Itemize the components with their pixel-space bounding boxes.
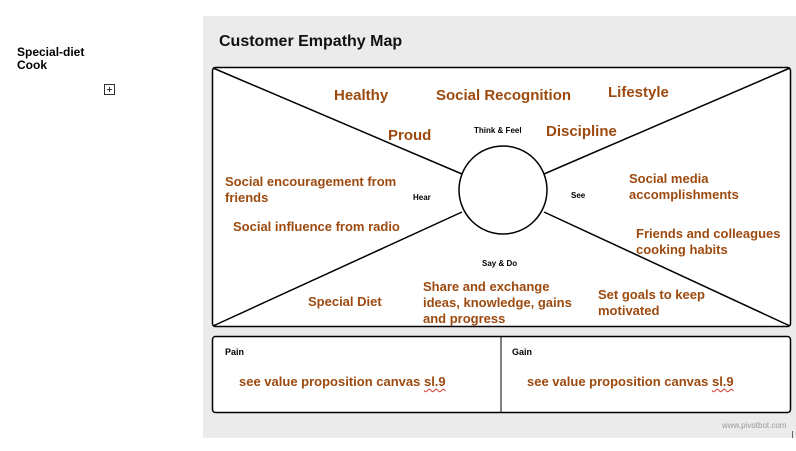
pain-label: Pain [225,347,245,357]
diagonal-bottom-right [543,211,791,327]
quadrant-think-feel: Think & Feel [474,126,522,135]
hear-item: Social influence from radio [233,219,400,234]
say-do-item: Set goals to keep motivated [598,287,705,318]
persona-title: Special-diet Cook [17,45,85,72]
diagonal-top-left [212,67,463,175]
quadrant-hear: Hear [413,193,431,202]
gain-label: Gain [512,347,533,357]
pain-text-prefix: see value proposition canvas [239,374,424,389]
think-feel-item: Lifestyle [608,84,669,101]
see-item: Friends and colleagues cooking habits [636,226,781,257]
see-item: Social media accomplishments [629,171,739,202]
pain-slide-ref: sl.9 [423,374,446,389]
diagonal-bottom-left [212,211,463,327]
think-feel-item: Discipline [546,123,617,140]
think-feel-item: Proud [388,127,432,144]
gain-text: see value proposition canvas sl.9 [527,374,734,389]
quadrant-see: See [571,191,586,200]
watermark: www.pivotbot.com [722,421,787,430]
think-feel-item: Healthy [334,87,389,104]
pain-text: see value proposition canvas sl.9 [239,374,446,389]
corner-mark [792,431,793,438]
quadrant-say-do: Say & Do [482,259,518,268]
map-title: Customer Empathy Map [219,33,403,50]
say-do-item: Special Diet [308,294,382,309]
gain-slide-ref: sl.9 [711,374,734,389]
think-feel-item: Social Recognition [436,87,572,104]
say-do-item: Share and exchange ideas, knowledge, gai… [423,279,572,326]
center-circle [458,145,548,235]
gain-text-prefix: see value proposition canvas [527,374,712,389]
hear-item: Social encouragement from friends [225,174,397,205]
diagonal-top-right [543,67,791,175]
expand-icon[interactable] [104,84,115,95]
